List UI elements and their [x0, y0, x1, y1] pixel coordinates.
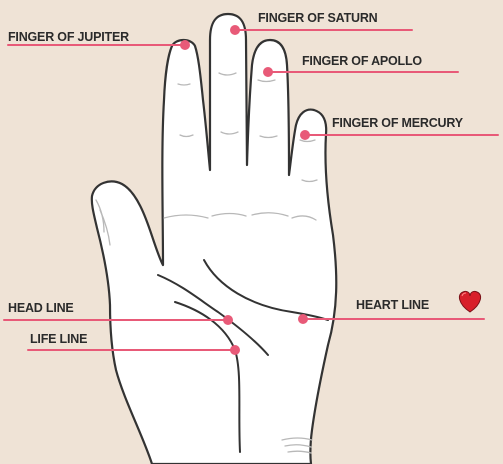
life-line-pointer-dot [230, 345, 240, 355]
finger-of-apollo-label: FINGER OF APOLLO [302, 54, 422, 68]
heart-line-label: HEART LINE [356, 298, 429, 312]
heart-icon [459, 291, 480, 312]
mercury-pointer-dot [300, 130, 310, 140]
hand-outline [92, 14, 336, 464]
saturn-pointer-dot [230, 25, 240, 35]
finger-of-jupiter-label: FINGER OF JUPITER [8, 30, 129, 44]
finger-of-mercury-label: FINGER OF MERCURY [332, 116, 463, 130]
head-line-pointer-dot [223, 315, 233, 325]
jupiter-pointer-dot [180, 40, 190, 50]
apollo-pointer-dot [263, 67, 273, 77]
heart-line-pointer-dot [298, 314, 308, 324]
life-line-label: LIFE LINE [30, 332, 87, 346]
head-line-label: HEAD LINE [8, 301, 74, 315]
finger-of-saturn-label: FINGER OF SATURN [258, 11, 377, 25]
